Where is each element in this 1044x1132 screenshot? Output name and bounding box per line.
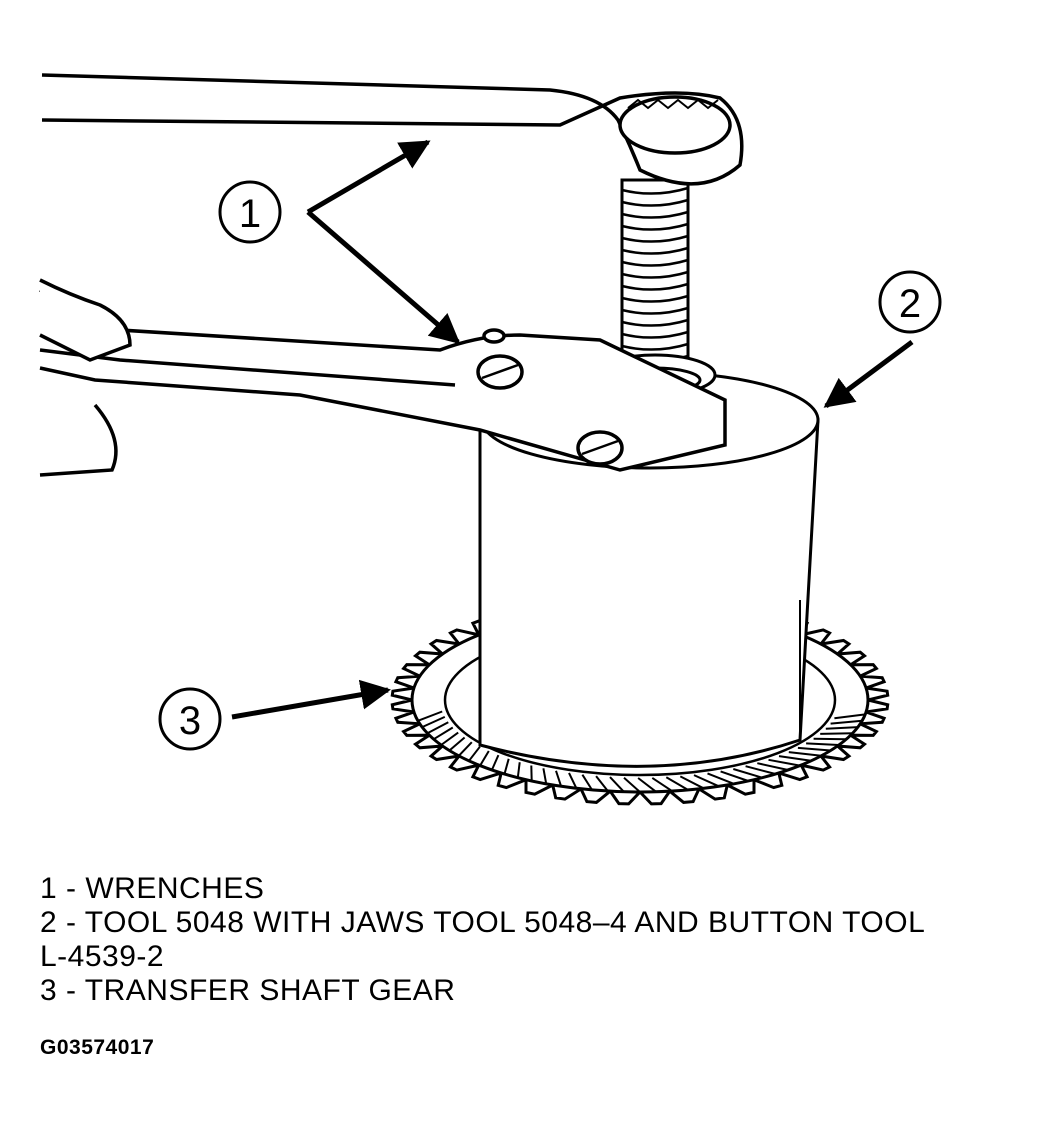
box-end-wrench bbox=[41, 73, 744, 186]
gear-helix-line bbox=[651, 777, 673, 792]
screw-thread bbox=[621, 306, 689, 315]
gear-helix-line bbox=[797, 746, 831, 752]
screw-thread bbox=[621, 246, 689, 255]
gear-helix-line bbox=[768, 758, 801, 767]
callout-1-number: 1 bbox=[239, 192, 261, 236]
gear-helix-line bbox=[806, 742, 839, 746]
gear-helix-line bbox=[665, 776, 689, 791]
screw-thread bbox=[621, 234, 689, 243]
gear-helix-line bbox=[707, 772, 735, 785]
gear-helix-line bbox=[609, 776, 625, 793]
arrow-2 bbox=[823, 339, 914, 409]
screw-thread bbox=[621, 198, 689, 207]
gear-helix-line bbox=[448, 736, 466, 752]
gear-helix-line bbox=[440, 731, 459, 746]
callout-3-number: 3 bbox=[179, 699, 201, 743]
gear-helix-line bbox=[825, 726, 858, 730]
gear-helix-line bbox=[778, 755, 812, 762]
forcing-screw bbox=[593, 178, 717, 397]
screw-thread bbox=[621, 318, 689, 327]
gear-removal-illustration: 1 2 3 bbox=[39, 73, 942, 806]
open-end-wrench bbox=[39, 278, 727, 477]
gear-helix-line bbox=[595, 775, 609, 792]
screw-thread bbox=[621, 330, 689, 339]
gear-helix-line bbox=[516, 762, 521, 778]
gear-helix-line bbox=[623, 777, 641, 793]
gear-helix-line bbox=[417, 710, 443, 722]
gear-helix-line bbox=[830, 719, 863, 725]
gear-helix-line bbox=[813, 737, 847, 741]
screw-thread bbox=[621, 282, 689, 291]
arrow-1-upper bbox=[306, 139, 431, 215]
gear-helix-line bbox=[581, 774, 593, 791]
legend-item-tool: 2 - TOOL 5048 WITH JAWS TOOL 5048–4 AND … bbox=[40, 906, 926, 973]
gear-helix-line bbox=[834, 713, 866, 720]
gear-helix-line bbox=[693, 774, 720, 788]
gear-helix-line bbox=[820, 732, 853, 735]
gear-helix-line bbox=[788, 751, 822, 757]
screw-thread bbox=[621, 186, 689, 195]
callout-arrows bbox=[231, 139, 914, 720]
legend-item-wrenches: 1 - WRENCHES bbox=[40, 872, 265, 905]
gear-helix-line bbox=[568, 772, 578, 789]
gear-helix-line bbox=[555, 770, 563, 787]
figure-id: G03574017 bbox=[40, 1036, 155, 1059]
gear-helix-line bbox=[637, 777, 657, 793]
gear-helix-line bbox=[479, 750, 490, 767]
gear-helix-line bbox=[458, 741, 473, 757]
callout-1: 1 bbox=[218, 180, 282, 244]
gear-helix-line bbox=[745, 765, 776, 775]
gear-helix-line bbox=[421, 715, 446, 729]
callout-2: 2 bbox=[878, 270, 942, 334]
gear-helix-line bbox=[720, 770, 749, 782]
callout-2-number: 2 bbox=[899, 282, 921, 326]
gear-helix-line bbox=[733, 768, 763, 779]
screw-thread bbox=[621, 342, 689, 351]
legend: 1 - WRENCHES 2 - TOOL 5048 WITH JAWS TOO… bbox=[40, 872, 1030, 1008]
gear-helix-line bbox=[542, 768, 548, 784]
callout-3: 3 bbox=[158, 687, 222, 751]
gear-helix-line bbox=[468, 746, 481, 762]
screw-thread bbox=[621, 270, 689, 279]
screw-thread bbox=[621, 222, 689, 231]
legend-item-gear: 3 - TRANSFER SHAFT GEAR bbox=[40, 974, 456, 1007]
screw-thread bbox=[621, 258, 689, 267]
gear-helix-line bbox=[503, 758, 510, 775]
arrow-3 bbox=[231, 679, 391, 720]
screw-thread bbox=[621, 294, 689, 303]
gear-helix-line bbox=[679, 775, 705, 790]
gear-helix-line bbox=[490, 754, 500, 771]
arrow-1-lower bbox=[306, 210, 461, 344]
gear-helix-line bbox=[433, 726, 454, 741]
gear-helix-line bbox=[757, 762, 789, 771]
screw-thread bbox=[621, 210, 689, 219]
gear-helix-line bbox=[426, 721, 449, 735]
